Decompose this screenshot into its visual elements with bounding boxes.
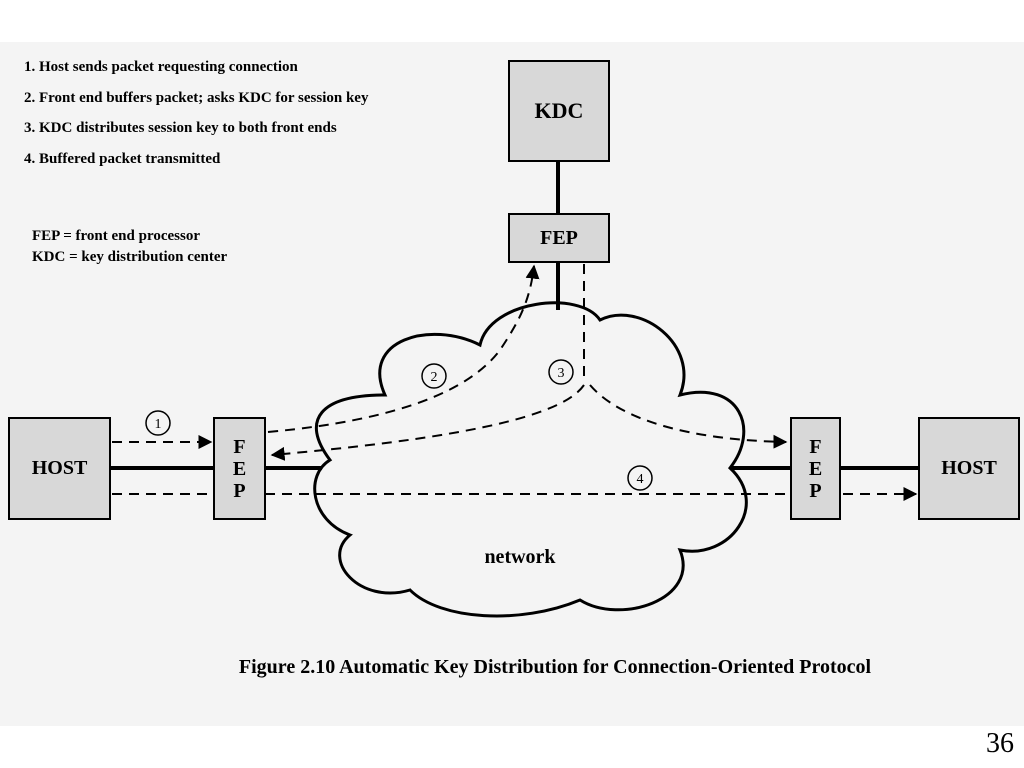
fep-top-label: FEP (540, 226, 578, 249)
step-item: 1. Host sends packet requesting connecti… (24, 59, 298, 75)
svg-text:4: 4 (637, 472, 644, 487)
fep-top-box: FEP (508, 213, 610, 263)
fep-right-box: F E P (790, 417, 841, 520)
svg-text:2: 2 (431, 370, 438, 385)
step-item: 4. Buffered packet transmitted (24, 150, 221, 167)
host-left-label: HOST (31, 457, 88, 479)
step-marker-4: 4 (627, 465, 653, 491)
svg-text:3: 3 (558, 366, 565, 381)
fep-left-letter-e: E (232, 457, 247, 480)
legend-fep: FEP = front end processor (32, 228, 200, 244)
fep-right-letter-p: P (809, 479, 822, 502)
step-item: 3. KDC distributes session key to both f… (24, 120, 337, 136)
figure-caption: Figure 2.10 Automatic Key Distribution f… (238, 656, 872, 678)
host-right-label: HOST (941, 457, 997, 479)
fep-right-letter-f: F (809, 435, 822, 458)
host-left-box: HOST (8, 417, 111, 520)
page-number: 36 (986, 728, 1014, 759)
step-marker-1: 1 (145, 410, 171, 436)
flow-3-to-left-fep (270, 384, 585, 461)
abbreviation-legend: FEP = front end processor KDC = key dist… (32, 226, 227, 268)
fep-left-letter-p: P (233, 479, 246, 502)
fep-right-letter-e: E (808, 457, 823, 480)
legend-kdc: KDC = key distribution center (32, 249, 228, 265)
step-item: 2. Front end buffers packet; asks KDC fo… (24, 89, 369, 106)
flow-3-to-right-fep (589, 384, 788, 449)
step-marker-2: 2 (421, 363, 447, 389)
svg-text:1: 1 (155, 417, 162, 432)
network-label: network (484, 546, 556, 568)
flow-2-fep-to-kdc (267, 264, 540, 433)
kdc-box: KDC (508, 60, 610, 162)
kdc-label: KDC (534, 98, 584, 123)
host-right-box: HOST (918, 417, 1020, 520)
fep-left-letter-f: F (233, 435, 246, 458)
step-marker-3: 3 (548, 359, 574, 385)
fep-left-box: F E P (213, 417, 266, 520)
step-list: 1. Host sends packet requesting connecti… (24, 58, 368, 180)
network-cloud (313, 301, 748, 618)
